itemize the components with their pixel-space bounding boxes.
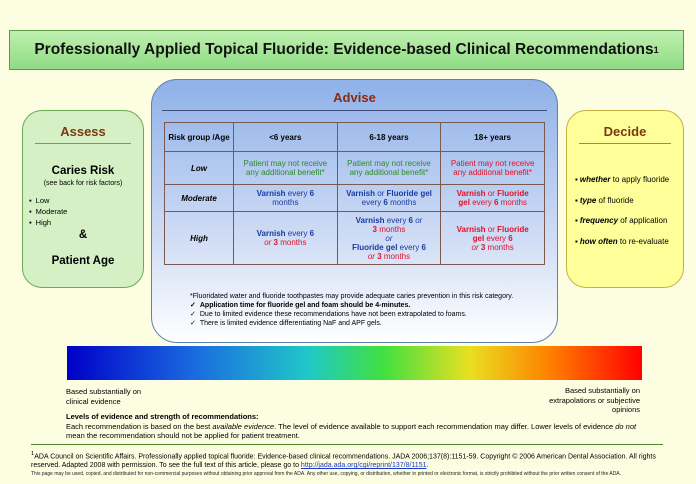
caries-risk-title: Caries Risk bbox=[51, 165, 115, 177]
footer-divider bbox=[31, 444, 663, 445]
usage-notice: This page may be used, copied, and distr… bbox=[31, 471, 622, 477]
header-6-18: 6-18 years bbox=[336, 122, 442, 152]
levels-of-evidence: Levels of evidence and strength of recom… bbox=[66, 412, 646, 441]
title-footnote-marker: 1 bbox=[653, 45, 659, 55]
recommendation-table: Risk group /Age <6 years 6-18 years 18+ … bbox=[164, 122, 545, 265]
caries-risk-subtitle: (see back for risk factors) bbox=[43, 180, 123, 187]
risk-level-high: High bbox=[29, 217, 67, 228]
decide-item-whether: whether to apply fluoride bbox=[575, 175, 669, 184]
patient-age-label: Patient Age bbox=[51, 255, 115, 267]
page-title: Professionally Applied Topical Fluoride:… bbox=[9, 30, 684, 70]
header-under-6: <6 years bbox=[233, 122, 338, 152]
risk-level-moderate: Moderate bbox=[29, 206, 68, 217]
decide-list: whether to apply fluoride type of fluori… bbox=[575, 175, 669, 257]
decide-item-type: type of fluoride bbox=[575, 196, 669, 205]
header-risk-group: Risk group /Age bbox=[164, 122, 234, 152]
decide-panel: Decide whether to apply fluoride type of… bbox=[566, 110, 684, 288]
cell-moderate-6-18: Varnish or Fluoride gel every 6 months bbox=[336, 184, 442, 212]
row-label-moderate: Moderate bbox=[164, 184, 234, 212]
decide-heading: Decide bbox=[579, 121, 671, 144]
article-link[interactable]: http://jada.ada.org/cgi/reprint/137/8/11… bbox=[300, 462, 427, 470]
risk-level-list: Low Moderate High bbox=[29, 195, 68, 228]
levels-text: Each recommendation is based on the best… bbox=[66, 421, 637, 441]
advise-notes: *Fluoridated water and fluoride toothpas… bbox=[190, 292, 540, 328]
levels-heading: Levels of evidence and strength of recom… bbox=[66, 412, 259, 421]
citation-footnote: 1ADA Council on Scientific Affairs. Prof… bbox=[31, 451, 656, 470]
cell-low-6-18: Patient may not receive any additional b… bbox=[336, 151, 442, 185]
row-label-low: Low bbox=[164, 151, 234, 185]
check-note-foams: Due to limited evidence these recommenda… bbox=[190, 310, 540, 319]
header-18-plus: 18+ years bbox=[440, 122, 545, 152]
decide-item-frequency: frequency of application bbox=[575, 216, 669, 225]
ampersand: & bbox=[78, 229, 88, 241]
assess-heading: Assess bbox=[35, 121, 131, 144]
advise-heading: Advise bbox=[162, 90, 547, 111]
cell-low-18-plus: Patient may not receive any additional b… bbox=[440, 151, 545, 185]
check-note-application-time: Application time for fluoride gel and fo… bbox=[190, 301, 540, 310]
risk-level-low: Low bbox=[29, 195, 67, 206]
advise-panel: Advise Risk group /Age <6 years 6-18 yea… bbox=[151, 79, 558, 343]
table-header-row: Risk group /Age <6 years 6-18 years 18+ … bbox=[164, 122, 545, 152]
decide-item-how-often: how often to re-evaluate bbox=[575, 237, 669, 246]
cell-low-under-6: Patient may not receive any additional b… bbox=[233, 151, 338, 185]
fluoridated-water-note: *Fluoridated water and fluoride toothpas… bbox=[190, 293, 514, 300]
table-row-low: Low Patient may not receive any addition… bbox=[164, 151, 545, 185]
check-note-naf-apf: There is limited evidence differentiatin… bbox=[190, 319, 540, 328]
row-label-high: High bbox=[164, 211, 234, 265]
title-text: Professionally Applied Topical Fluoride:… bbox=[34, 41, 654, 58]
evidence-gradient-bar bbox=[67, 346, 642, 380]
assess-panel: Assess Caries Risk (see back for risk fa… bbox=[22, 110, 144, 288]
